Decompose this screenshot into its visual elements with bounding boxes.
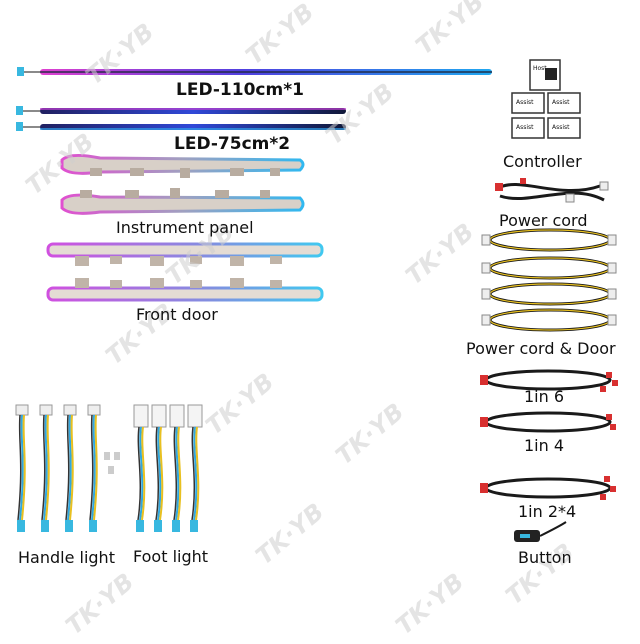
led-strip-75cm-1 (16, 106, 346, 115)
button-module (514, 521, 567, 542)
foot-lights (133, 404, 203, 532)
led-strip-110cm (17, 67, 492, 76)
one-in-four-cable (480, 411, 616, 433)
label-instrument-panel: Instrument panel (116, 218, 254, 237)
label-foot-light: Foot light (133, 547, 209, 566)
label-1in2x4: 1in 2*4 (518, 502, 577, 521)
one-in-six-cable (480, 369, 618, 392)
label-power-cord: Power cord (499, 211, 588, 230)
label-1in4: 1in 4 (524, 436, 565, 455)
label-front-door: Front door (136, 305, 218, 324)
front-door-strip-2 (46, 278, 324, 302)
svg-text:Assist: Assist (516, 124, 534, 131)
one-in-two-four-cable (480, 476, 616, 500)
label-power-cord-door: Power cord & Door (466, 339, 616, 358)
label-led-75cm: LED-75cm*2 (174, 134, 291, 154)
svg-text:Assist: Assist (516, 99, 534, 106)
svg-text:Assist: Assist (552, 124, 570, 131)
label-button: Button (518, 548, 572, 567)
instrument-panel-strip-2 (60, 188, 305, 215)
label-1in6: 1in 6 (524, 387, 565, 406)
front-door-strip-1 (46, 242, 324, 266)
label-handle-light: Handle light (18, 548, 115, 567)
led-strip-75cm-2 (16, 122, 346, 131)
svg-text:Assist: Assist (552, 99, 570, 106)
power-cord-door-cables (481, 228, 617, 332)
label-controller: Controller (503, 152, 582, 171)
controller-modules: Host Assist Assist Assist Assist (511, 59, 581, 139)
label-led-110cm: LED-110cm*1 (176, 80, 304, 100)
controller-host-text: Host (533, 65, 547, 72)
power-cord (495, 178, 609, 203)
instrument-panel-strip-1 (60, 153, 305, 178)
handle-lights (15, 404, 120, 532)
